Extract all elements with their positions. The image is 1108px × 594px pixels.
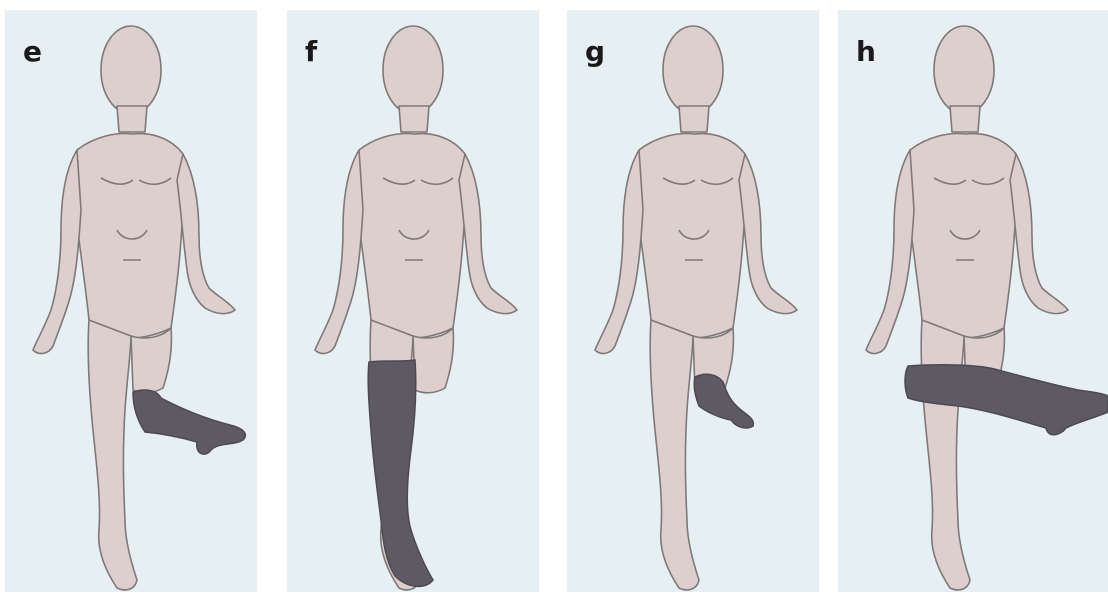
body-figure	[595, 26, 797, 590]
figure-h	[838, 10, 1108, 592]
figure-g	[567, 10, 819, 592]
panel-label-h: h	[856, 38, 876, 66]
panel-g: g	[567, 10, 819, 592]
body-figure	[33, 26, 235, 590]
panel-e: e	[5, 10, 257, 592]
shaded-region-g	[694, 374, 753, 428]
panel-f: f	[287, 10, 539, 592]
figure-e	[5, 10, 257, 592]
shaded-region-e	[133, 390, 245, 454]
body-figure	[866, 26, 1068, 590]
panel-h: h	[838, 10, 1108, 592]
panel-label-f: f	[305, 38, 317, 66]
body-figure	[315, 26, 517, 590]
shaded-region-f	[368, 360, 433, 586]
panel-label-g: g	[585, 38, 605, 66]
panel-label-e: e	[23, 38, 42, 66]
figure-f	[287, 10, 539, 592]
